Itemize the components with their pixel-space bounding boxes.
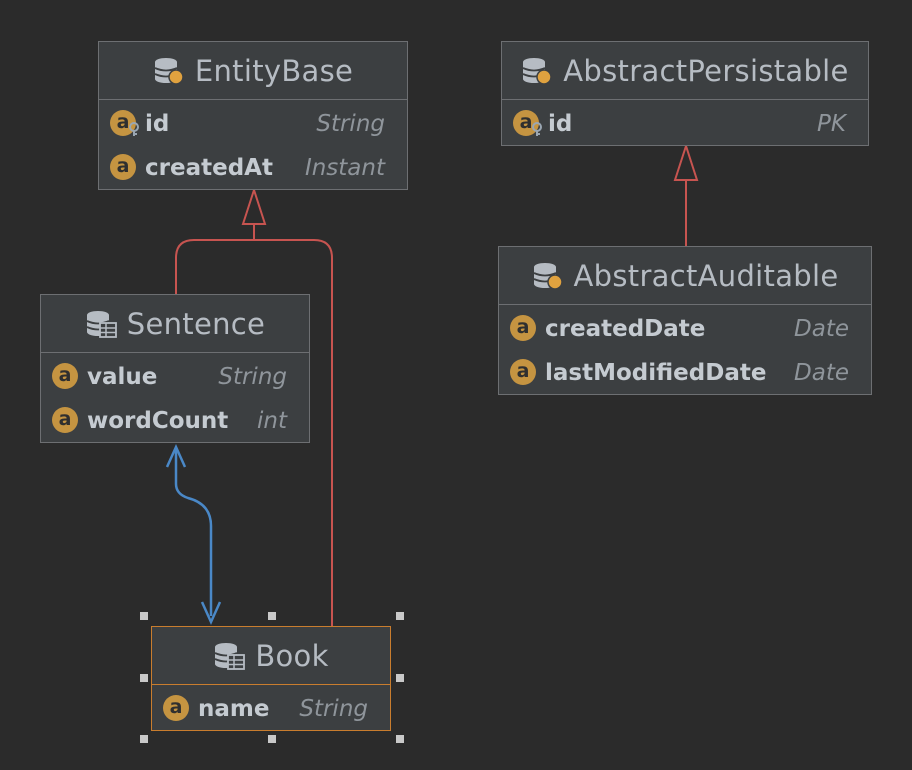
entity-header[interactable]: Book (152, 627, 390, 685)
field-row[interactable]: a id String (99, 102, 407, 146)
resize-handle-ne[interactable] (396, 612, 404, 620)
association-edge-sentence-book[interactable] (174, 450, 213, 616)
resize-handle-se[interactable] (396, 735, 404, 743)
field-name: createdDate (545, 316, 706, 342)
resize-handle-w[interactable] (140, 674, 148, 682)
field-type: Date (794, 316, 849, 342)
field-type: Date (794, 360, 849, 386)
field-row[interactable]: a value String (41, 355, 309, 399)
field-name: lastModifiedDate (545, 360, 767, 386)
field-badge-icon: a (110, 154, 136, 180)
entity-entitybase[interactable]: EntityBase a id String a createdAt Insta… (98, 41, 408, 190)
entity-base-icon (153, 56, 185, 86)
entity-sentence[interactable]: Sentence a value String a wordCount int (40, 294, 310, 443)
field-name: createdAt (145, 155, 273, 181)
entity-abstractpersistable[interactable]: AbstractPersistable a id PK (501, 41, 869, 146)
entity-base-icon (532, 261, 564, 291)
field-type: String (218, 364, 287, 390)
entity-header[interactable]: EntityBase (99, 42, 407, 100)
entity-title: Sentence (126, 306, 266, 341)
entity-abstractauditable[interactable]: AbstractAuditable a createdDate Date a l… (498, 246, 872, 395)
field-name: wordCount (87, 408, 229, 434)
resize-handle-n[interactable] (268, 612, 276, 620)
inheritance-arrowhead-entitybase (241, 186, 267, 225)
field-type: int (257, 408, 287, 434)
entity-title: Book (255, 638, 329, 673)
field-name: name (198, 696, 270, 722)
resize-handle-s[interactable] (268, 735, 276, 743)
field-row[interactable]: a createdAt Instant (99, 146, 407, 190)
field-badge-icon: a (510, 359, 536, 385)
entity-title: AbstractPersistable (563, 53, 849, 88)
field-badge-icon: a (163, 695, 189, 721)
field-badge-icon: a (52, 363, 78, 389)
entity-book[interactable]: Book a name String (151, 626, 391, 731)
association-arrowhead-book (200, 601, 222, 626)
entity-title: EntityBase (194, 53, 354, 88)
entity-header[interactable]: AbstractAuditable (499, 247, 871, 305)
inheritance-edge-sentence-entitybase[interactable] (175, 224, 255, 294)
field-name: id (145, 111, 170, 137)
key-icon (129, 122, 143, 136)
entity-title: AbstractAuditable (573, 258, 839, 293)
entity-table-icon (213, 641, 246, 671)
field-row[interactable]: a wordCount int (41, 399, 309, 443)
inheritance-arrowhead-persistable (673, 142, 699, 181)
field-type: PK (817, 111, 846, 137)
resize-handle-nw[interactable] (140, 612, 148, 620)
field-type: Instant (304, 155, 385, 181)
field-type: String (299, 696, 368, 722)
entity-header[interactable]: AbstractPersistable (502, 42, 868, 100)
field-row[interactable]: a id PK (502, 102, 868, 146)
field-row[interactable]: a name String (152, 687, 390, 731)
field-row[interactable]: a createdDate Date (499, 307, 871, 351)
entity-base-icon (521, 56, 553, 86)
inheritance-edge-book-entitybase[interactable] (254, 239, 333, 626)
field-row[interactable]: a lastModifiedDate Date (499, 351, 871, 395)
resize-handle-e[interactable] (396, 674, 404, 682)
entity-header[interactable]: Sentence (41, 295, 309, 353)
field-name: id (548, 111, 573, 137)
key-icon (532, 122, 546, 136)
field-badge-icon: a (510, 315, 536, 341)
resize-handle-sw[interactable] (140, 735, 148, 743)
field-badge-icon: a (52, 407, 78, 433)
association-arrowhead-sentence (165, 443, 187, 468)
entity-table-icon (85, 309, 117, 339)
field-name: value (87, 364, 158, 390)
field-type: String (316, 111, 385, 137)
